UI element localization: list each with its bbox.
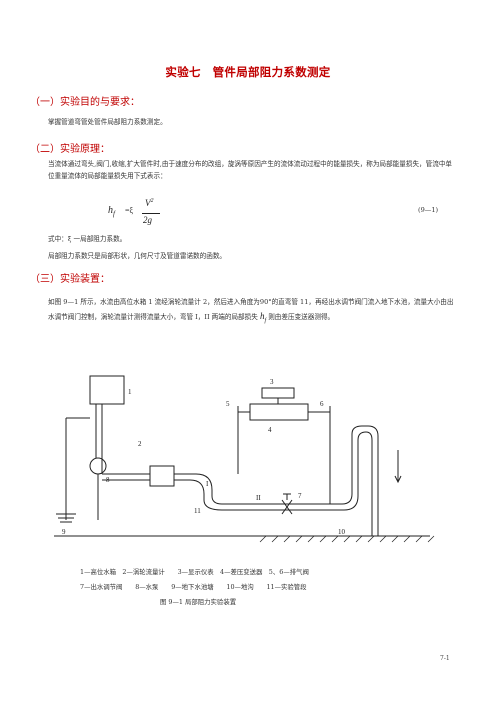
section-heading-objective: （一）实验目的与要求： <box>30 97 140 108</box>
label-11: 11 <box>194 507 201 515</box>
apparatus-diagram: 1 2 3 4 5 6 7 8 9 10 11 I II <box>54 375 435 543</box>
page-title: 实验七 管件局部阻力系数测定 <box>165 65 331 79</box>
label-6: 6 <box>320 400 324 408</box>
test-pipe-bottom <box>203 499 300 511</box>
label-3: 3 <box>270 378 274 386</box>
flow-arrow-head <box>394 475 402 484</box>
xi-definition: 式中：ξ 一局部阻力系数。 <box>48 235 127 243</box>
return-loop-outer <box>300 425 379 536</box>
apparatus-text-main: 如图 9—1 所示，水流由高位水箱 1 流经涡轮流量计 2，然后进入角度为90°… <box>48 298 454 321</box>
bend-i-outer <box>195 473 213 494</box>
head-tank <box>89 375 125 405</box>
return-loop-inner <box>300 431 373 536</box>
fraction-bar <box>142 213 160 214</box>
label-9: 9 <box>62 528 66 536</box>
turbine-flowmeter <box>149 465 175 487</box>
label-2: 2 <box>138 440 142 448</box>
page-number: 7-1 <box>440 655 450 662</box>
legend-line-2: 7—出水调节阀 8—水泵 9—地下水池塘 10—地沟 11—实验管段 <box>80 583 307 591</box>
inline-hf: hf <box>259 311 267 324</box>
section-heading-apparatus: （三）实验装置： <box>30 274 110 285</box>
principle-text: 当流体通过弯头,阀门,收缩,扩大管件时,由于速度分布的改组，旋涡等原因产生的流体… <box>48 160 453 180</box>
objective-text: 掌握管道弯管处管件局部阻力系数测定。 <box>48 118 167 126</box>
equation-number: (9—1) <box>418 206 439 214</box>
figure-caption: 图 9—1 局部阻力实验装置 <box>160 598 237 606</box>
inline-h: h <box>259 311 265 321</box>
formula-lhs: hf <box>108 205 115 218</box>
label-10: 10 <box>338 528 346 536</box>
formula-sub-f: f <box>113 210 115 218</box>
legend-line-1: 1—高位水箱 2—涡轮流量计 3—显示仪表 4—差压变送器 5、6—排气阀 <box>80 568 309 576</box>
label-5: 5 <box>226 400 230 408</box>
apparatus-text-end: 则由差压变送器测得。 <box>268 313 335 321</box>
ground-hatching <box>259 535 435 543</box>
outlet-control-valve <box>281 499 293 515</box>
bend-i-inner <box>189 479 205 500</box>
label-8: 8 <box>106 476 110 484</box>
inline-sub-f: f <box>264 317 267 324</box>
label-7: 7 <box>298 492 302 500</box>
formula-v: V <box>145 198 151 208</box>
diff-pressure-transmitter <box>249 403 309 421</box>
formula-numerator: V2 <box>145 198 154 208</box>
water-pump <box>89 457 107 475</box>
formula-9-1: hf =ξ V2 2g <box>108 198 178 232</box>
label-1: 1 <box>128 388 132 396</box>
formula-equals-xi: =ξ <box>125 206 134 215</box>
label-4: 4 <box>268 426 272 434</box>
formula-h: h <box>108 205 113 216</box>
apparatus-text: 如图 9—1 所示，水流由高位水箱 1 流经涡轮流量计 2，然后进入角度为90°… <box>48 295 458 328</box>
display-instrument <box>261 387 295 399</box>
principle-note: 局部阻力系数只是局部形状，几何尺寸及管道雷诺数的函数。 <box>48 252 227 260</box>
formula-sup-2: 2 <box>150 198 154 204</box>
formula-denominator: 2g <box>143 215 152 225</box>
section-heading-principle: （二）实验原理： <box>30 144 110 155</box>
label-roman-i: I <box>206 480 209 488</box>
test-pipe-top <box>211 494 300 505</box>
label-roman-ii: II <box>256 494 261 502</box>
